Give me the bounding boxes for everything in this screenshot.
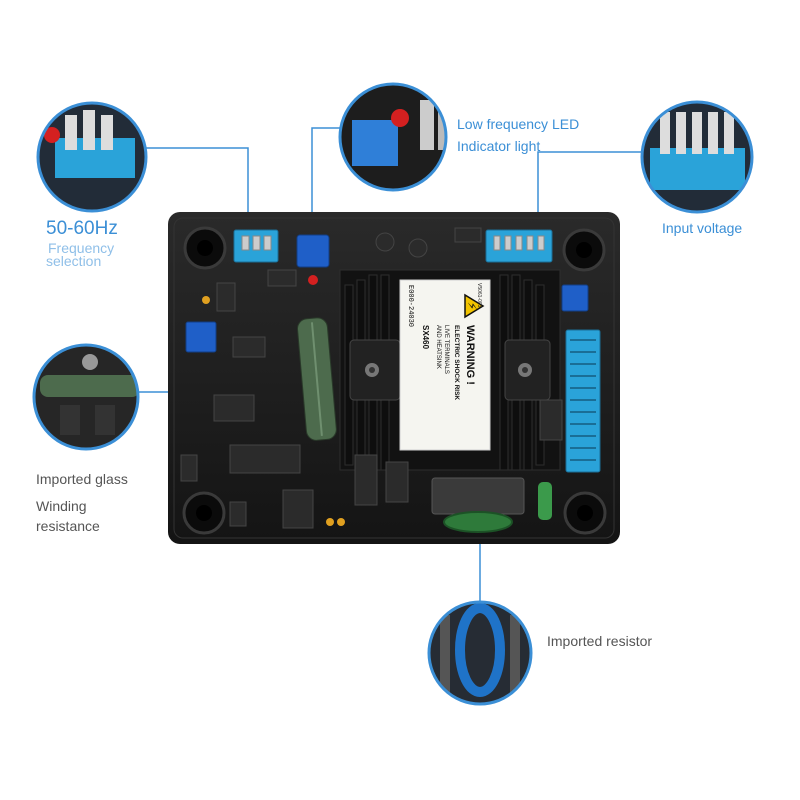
led-indicator — [308, 275, 318, 285]
inductor-green — [538, 482, 552, 520]
circuit-board: ⚡ V5061-003 WARNING ! ELECTRIC SHOCK RIS… — [168, 212, 620, 544]
callout-circle-resistor — [427, 600, 533, 706]
sticker-header: WARNING ! — [464, 325, 476, 385]
sticker-code: V5061-003 — [476, 283, 482, 308]
glass-label-line3: resistance — [36, 518, 100, 534]
terminal-connector-freq — [233, 229, 279, 263]
callout-circle-led — [338, 82, 448, 192]
warning-sticker: ⚡ V5061-003 WARNING ! ELECTRIC SHOCK RIS… — [399, 279, 491, 451]
callout-circle-input-voltage — [640, 100, 754, 214]
callout-circle-frequency — [36, 101, 148, 213]
transistor-clamps — [349, 339, 551, 401]
high-voltage-warning-icon — [464, 293, 485, 319]
line-led — [311, 127, 340, 244]
glass-winding-resistor — [296, 317, 337, 441]
svg-text:⚡: ⚡ — [465, 302, 479, 310]
sticker-line3: AND HEATSINK — [435, 325, 441, 369]
imported-resistor-ring — [443, 511, 513, 533]
trimmer-led-area — [296, 234, 330, 268]
sticker-line2: LIVE TERMINALS — [443, 325, 449, 374]
frequency-value-label: 50-60Hz — [46, 218, 118, 239]
capacitor-block — [431, 477, 525, 515]
input-voltage-label: Input voltage — [662, 220, 743, 236]
trimmer-left — [185, 321, 217, 353]
frequency-label-line1: Frequency — [48, 240, 115, 256]
led-label-line2: Indicator light — [457, 138, 541, 154]
line-input-voltage — [537, 151, 642, 232]
sticker-part-number: E000-24030 — [406, 285, 414, 327]
frequency-label-line2: selection — [46, 253, 102, 269]
callout-circle-glass-resistance — [32, 343, 140, 451]
misc-components — [180, 227, 563, 529]
glass-label-line1: Imported glass — [36, 471, 128, 487]
terminal-connector-input — [485, 229, 553, 263]
sticker-line1: ELECTRIC SHOCK RISK — [453, 325, 460, 400]
sticker-model: SX460 — [421, 325, 430, 350]
line-frequency — [146, 147, 249, 232]
led-label-line1: Low frequency LED — [457, 116, 580, 132]
glass-label-line2: Winding — [36, 498, 87, 514]
resistor-label: Imported resistor — [547, 633, 653, 649]
trimmer-right — [561, 284, 589, 312]
